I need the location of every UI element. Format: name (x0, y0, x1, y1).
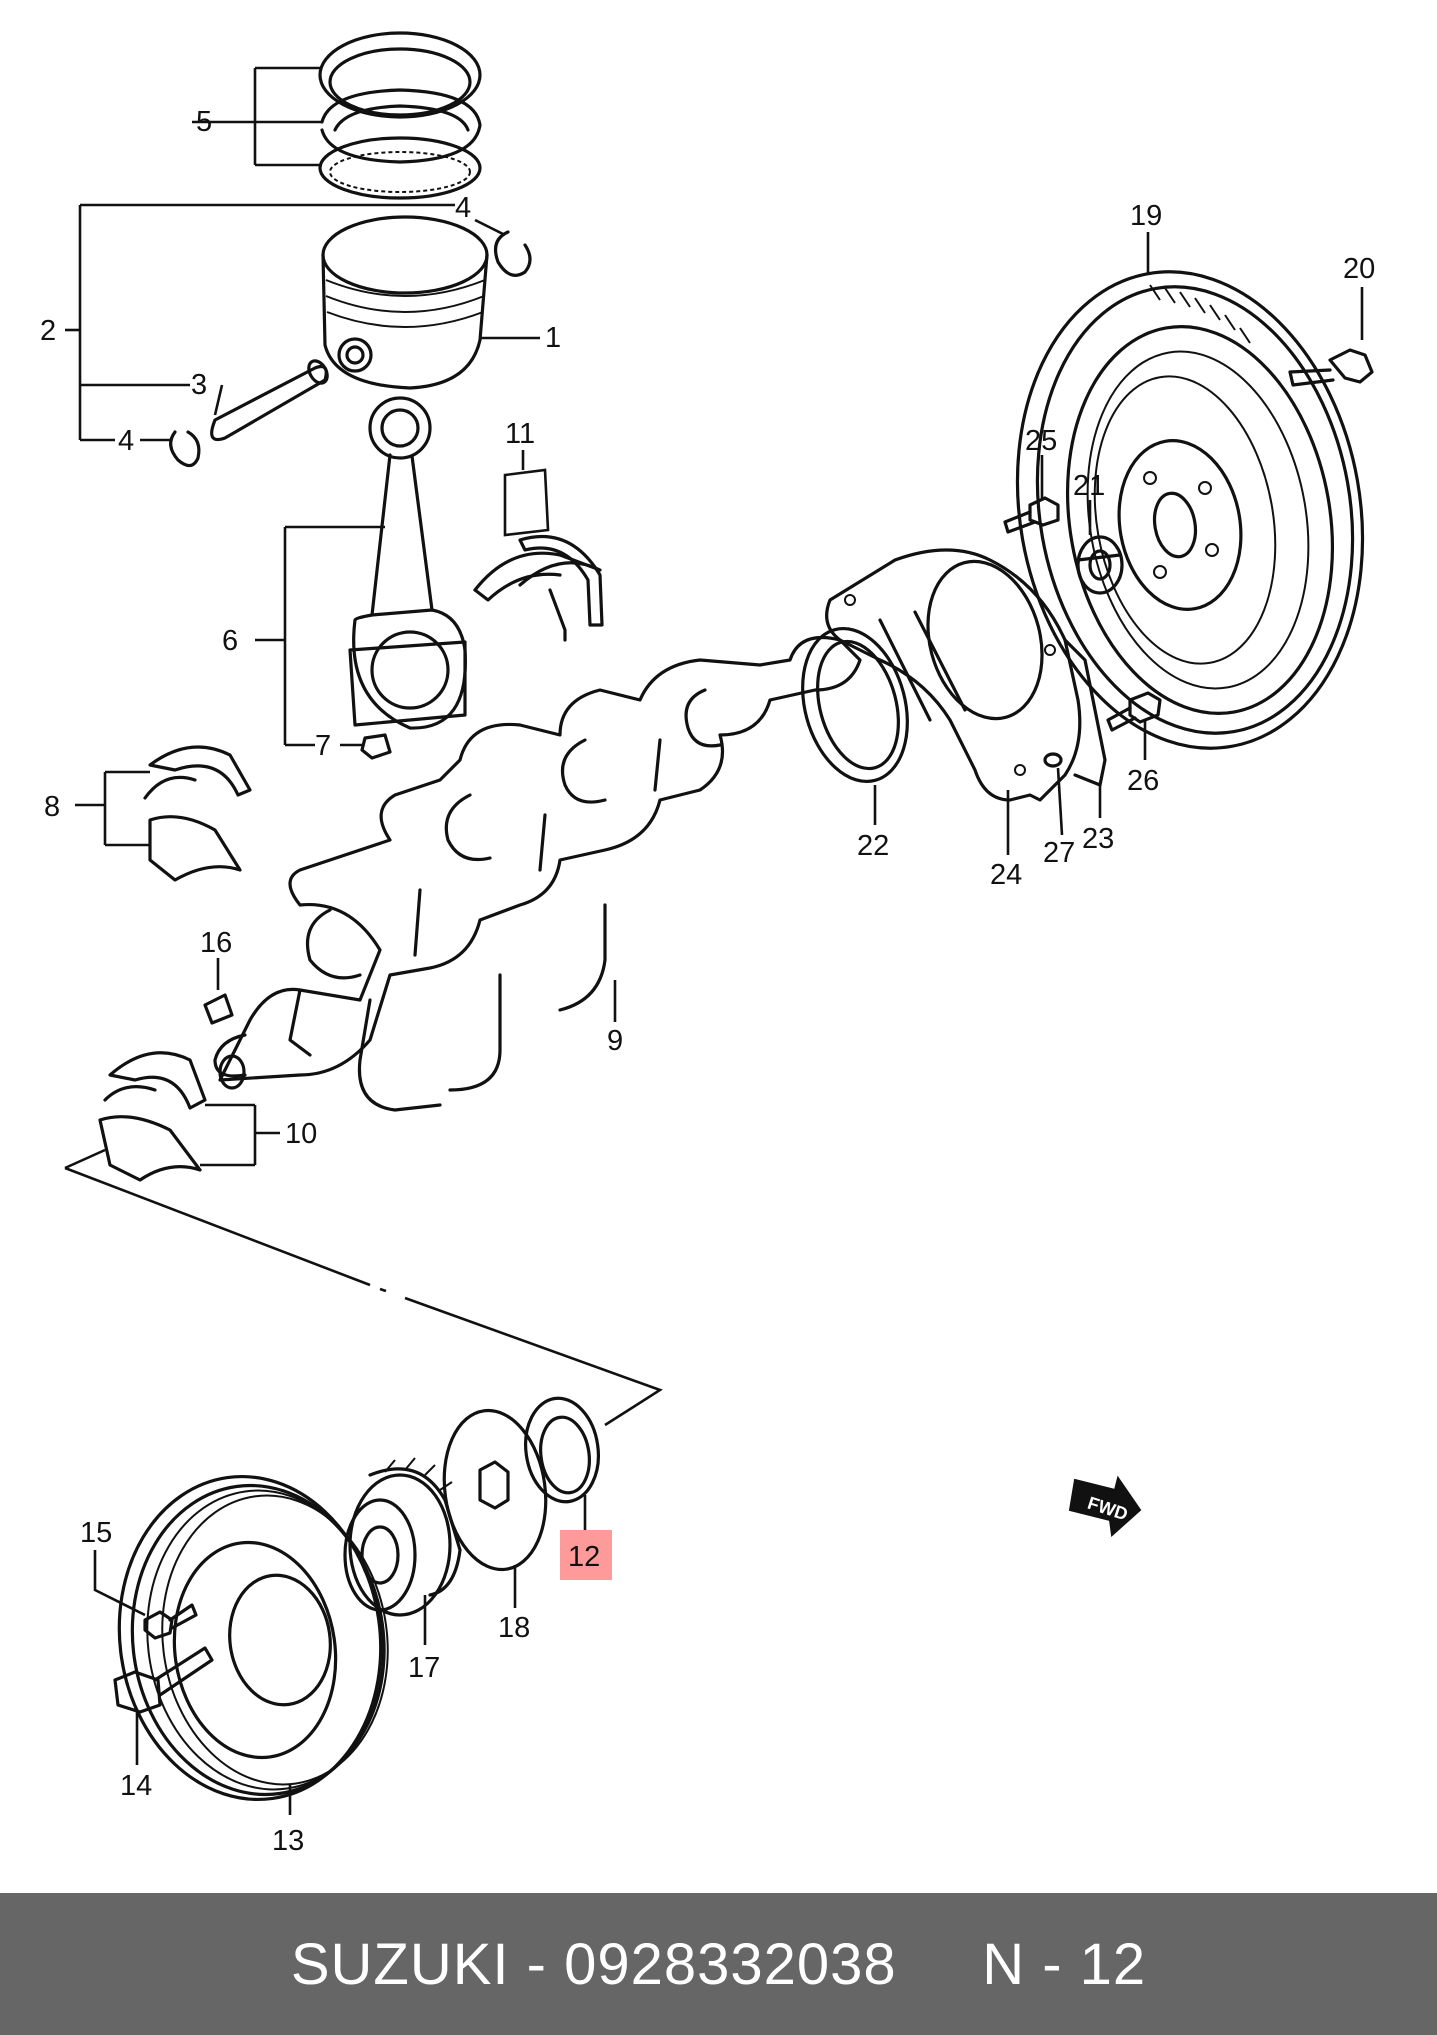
label-13: 13 (272, 1825, 304, 1857)
part-labels: 5 4 2 1 3 4 11 6 7 8 16 9 10 19 20 25 21… (40, 106, 1375, 1857)
connecting-rod (348, 396, 467, 730)
snap-ring-lower (169, 430, 201, 468)
main-bearing-upper (143, 745, 252, 882)
label-24: 24 (990, 859, 1022, 891)
label-18: 18 (498, 1612, 530, 1644)
rear-oil-seal (801, 626, 909, 784)
label-15: 15 (80, 1517, 112, 1549)
housing-bolt-25 (1003, 496, 1060, 534)
main-bearing-lower (98, 1051, 207, 1182)
flywheel-bolt (1288, 348, 1374, 387)
piston-pin (210, 359, 329, 442)
pulley-bolt (113, 1646, 214, 1714)
housing-bolt-26 (1106, 691, 1162, 732)
crankshaft (213, 635, 862, 1112)
label-7: 7 (315, 730, 331, 762)
housing-gasket (1063, 638, 1107, 787)
label-2: 2 (40, 315, 56, 347)
detail-indicator-lines (64, 1148, 663, 1427)
dowel-pin (1043, 752, 1063, 768)
label-10: 10 (285, 1118, 317, 1150)
highlight-box (560, 1530, 612, 1580)
woodruff-key (203, 993, 234, 1025)
forward-arrow-icon: FWD (1068, 1475, 1142, 1538)
oil-seal-housing (825, 548, 1082, 802)
snap-ring-upper (494, 230, 532, 277)
label-19: 19 (1130, 200, 1162, 232)
pulley-small-bolt (143, 1603, 198, 1640)
label-4-lower: 4 (118, 425, 134, 457)
piston-rings (318, 31, 482, 200)
label-25: 25 (1025, 425, 1057, 457)
crank-pulley (117, 1474, 389, 1802)
label-12: 12 (568, 1541, 600, 1573)
label-8: 8 (44, 791, 60, 823)
label-1: 1 (545, 322, 561, 354)
parts-diagram: FWD (40, 31, 1375, 1857)
label-21: 21 (1073, 470, 1105, 502)
label-26: 26 (1127, 765, 1159, 797)
label-16: 16 (200, 927, 232, 959)
label-4-upper: 4 (455, 192, 471, 224)
piston (321, 215, 489, 390)
rod-nut (360, 733, 392, 760)
crank-plate (442, 1408, 548, 1572)
footer-part-number: SUZUKI - 0928332038 N - 12 (290, 1931, 1147, 1997)
flywheel (1015, 270, 1365, 750)
label-11: 11 (505, 418, 535, 450)
label-17: 17 (408, 1652, 440, 1684)
label-22: 22 (857, 830, 889, 862)
label-5: 5 (196, 106, 212, 138)
pilot-bearing (1076, 535, 1124, 595)
label-20: 20 (1343, 253, 1375, 285)
front-oil-seal (524, 1396, 600, 1504)
rod-bearings (473, 535, 604, 642)
footer-bar: SUZUKI - 0928332038 N - 12 (0, 1893, 1437, 2035)
label-6: 6 (222, 625, 238, 657)
label-27: 27 (1043, 837, 1075, 869)
label-9: 9 (607, 1025, 623, 1057)
label-3: 3 (191, 369, 207, 401)
leader-lines (65, 66, 1364, 1815)
label-14: 14 (120, 1770, 152, 1802)
label-23: 23 (1082, 823, 1114, 855)
